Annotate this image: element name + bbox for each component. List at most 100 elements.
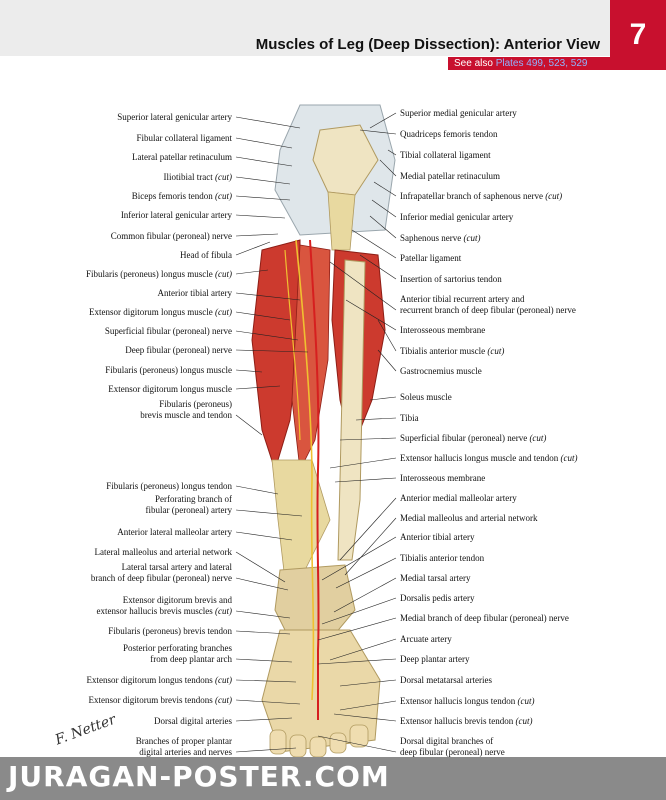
label-cut-note: (cut) [215,190,232,201]
right-label-2: Tibial collateral ligament [400,150,491,161]
label-cut-note: (cut) [515,715,533,726]
label-text: Medial malleolus and arterial network [400,512,538,523]
right-leader-20 [321,536,397,581]
left-leader-14 [235,385,281,390]
label-text: Head of fibula [180,249,232,260]
left-leader-10 [235,311,291,321]
label-text-line2: fibular (peroneal) artery [145,505,232,515]
anterior-tibial-artery-path [309,239,320,720]
left-label-3: Iliotibial tract (cut) [164,172,232,183]
label-text: Dorsal digital branches of [400,736,494,746]
right-label-27: Dorsal metatarsal arteries [400,675,492,686]
right-leader-27 [339,679,397,687]
label-text: Dorsal digital arteries [154,715,232,726]
left-leader-23 [235,658,293,663]
label-text: Interosseous membrane [400,472,486,483]
header-band [0,0,610,56]
right-leader-8 [359,254,397,280]
left-leader-19 [235,551,286,583]
right-leader-29 [333,713,397,722]
label-cut-note: (cut) [215,674,232,685]
label-text: Medial patellar retinaculum [400,170,500,181]
fibularis-longus-muscle-shape [251,239,301,472]
label-text-line2: from deep plantar arch [150,654,232,664]
right-leader-2 [387,149,397,156]
right-label-14: Tibia [400,413,419,424]
toe-3 [309,736,327,758]
left-leader-22 [235,630,291,635]
label-text: Patellar ligament [400,252,462,263]
label-text: Iliotibial tract [163,171,213,182]
right-label-17: Interosseous membrane [400,473,485,484]
see-also-plates-link[interactable]: Plates 499, 523, 529 [495,58,588,69]
left-label-7: Head of fibula [180,250,232,261]
label-text: Extensor hallucis longus tendon [400,695,516,706]
label-text: Branches of proper plantar [135,736,232,746]
label-text: Fibular collateral ligament [136,132,232,143]
watermark-text: JURAGAN-POSTER.COM [8,760,390,793]
left-label-4: Biceps femoris tendon (cut) [132,191,232,202]
right-label-7: Patellar ligament [400,253,461,264]
right-label-8: Insertion of sartorius tendon [400,274,502,285]
label-text: Fibularis (peroneus) longus muscle [105,364,232,375]
label-text: Arcuate artery [400,633,452,644]
left-leader-6 [235,233,279,237]
left-label-8: Fibularis (peroneus) longus muscle (cut) [86,269,232,280]
label-text: Deep plantar artery [400,653,470,664]
right-leader-5 [371,199,397,218]
label-text: Posterior perforating branches [123,643,232,653]
left-leader-27 [235,747,297,753]
superficial-fibular-nerve-path [284,249,301,441]
right-leader-11 [377,319,397,352]
label-text: Superficial fibular (peroneal) nerve [104,325,232,336]
label-text: Infrapatellar branch of saphenous nerve [400,190,543,201]
label-text: Gastrocnemius muscle [400,365,482,376]
right-label-22: Medial tarsal artery [400,573,470,584]
label-text: Superior lateral genicular artery [117,111,232,122]
label-text: Inferior medial genicular artery [400,211,514,222]
label-text-line2: branch of deep fibular (peroneal) nerve [90,573,232,583]
right-leader-18 [339,497,397,561]
plate-number-badge: 7 [610,0,666,70]
right-leader-17 [334,477,397,483]
label-text: Lateral patellar retinaculum [132,151,232,162]
right-leader-1 [359,129,397,135]
left-leader-13 [235,369,263,373]
right-label-20: Anterior tibial artery [400,532,474,543]
left-leader-11 [235,330,299,341]
page-title: Muscles of Leg (Deep Dissection): Anteri… [255,36,600,53]
left-label-25: Extensor digitorum brevis tendons (cut) [89,695,232,706]
right-leader-4 [373,181,397,197]
right-leader-19 [344,517,397,576]
label-text: Common fibular (peroneal) nerve [110,230,232,241]
left-leader-20 [235,577,289,591]
right-leader-3 [379,159,397,177]
left-leader-7 [235,241,271,256]
left-label-14: Extensor digitorum longus muscle [108,384,232,395]
label-cut-note: (cut) [463,232,481,243]
label-text: Saphenous nerve [400,232,462,243]
right-label-11: Tibialis anterior muscle (cut) [400,346,504,357]
label-text: Anterior tibial recurrent artery and [400,294,525,304]
right-label-5: Inferior medial genicular artery [400,212,513,223]
right-label-3: Medial patellar retinaculum [400,171,500,182]
label-text-line2: brevis muscle and tendon [140,410,232,420]
left-leader-25 [235,699,301,705]
label-cut-note: (cut) [529,432,547,443]
label-text: Medial branch of deep fibular (peroneal)… [400,612,569,623]
right-label-24: Medial branch of deep fibular (peroneal)… [400,613,569,624]
left-leader-3 [235,176,291,185]
toes [269,724,369,758]
left-label-22: Fibularis (peroneus) brevis tendon [108,626,232,637]
label-cut-note: (cut) [560,452,578,463]
right-leader-15 [339,437,397,441]
label-cut-note: (cut) [545,190,563,201]
left-label-12: Deep fibular (peroneal) nerve [125,345,232,356]
right-leader-26 [317,658,397,665]
label-text: Extensor digitorum longus tendons [86,674,213,685]
